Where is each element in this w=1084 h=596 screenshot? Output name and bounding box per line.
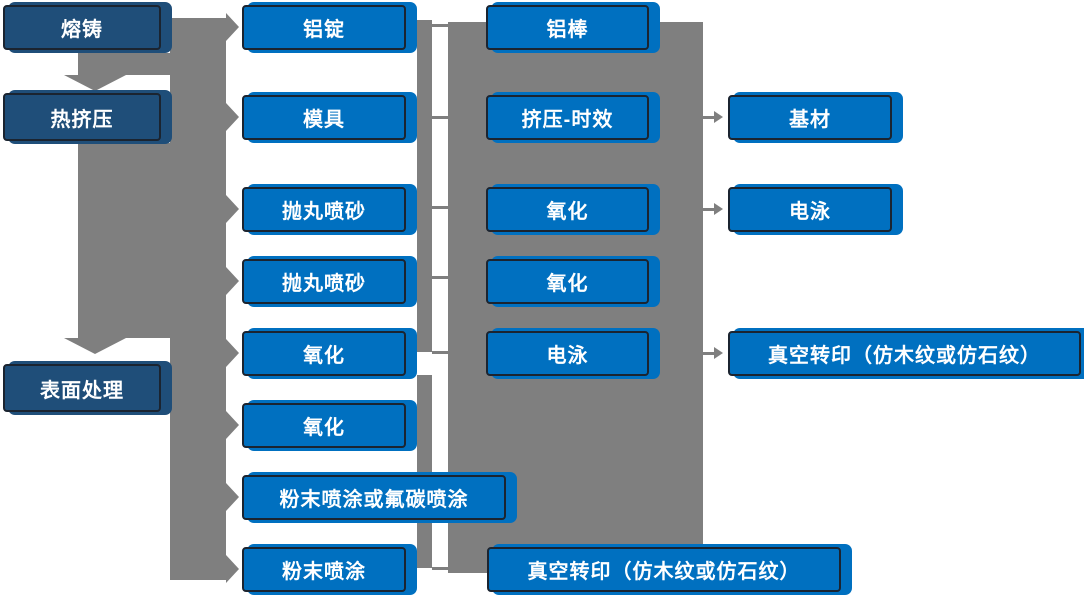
left-trunk-bar	[170, 18, 226, 580]
mid-collector-bar-upper	[417, 20, 432, 352]
bus-line-row3	[432, 206, 448, 209]
arrow-stem-to-vacuum-transfer-2	[703, 352, 714, 355]
arrow-right-to-shot-blasting-1-icon	[226, 195, 239, 223]
arrow-right-to-powder-coating-icon	[226, 555, 239, 583]
arrow-right-to-aluminum-ingot-icon	[226, 13, 239, 41]
trunk-merge-lower	[78, 143, 172, 338]
mid-collector-bar-lower	[417, 375, 432, 568]
bus-line-row2	[432, 116, 448, 119]
arrow-right-to-shot-blasting-2-icon	[226, 267, 239, 295]
bus-line-row4	[432, 276, 448, 279]
node-powder-coating: 粉末喷涂	[242, 547, 406, 592]
arrow-right-to-oxidation-1-icon	[226, 339, 239, 367]
node-oxidation-4: 氧化	[486, 259, 649, 304]
arrow-right-to-substrate-icon	[714, 111, 723, 123]
arrow-down-to-hot-extrusion-icon	[64, 75, 126, 91]
node-electrophoresis-1: 电泳	[486, 331, 649, 376]
bus-line-row1	[432, 24, 448, 27]
surface-treatment-connector-line	[161, 387, 175, 390]
node-mold: 模具	[242, 95, 406, 140]
arrow-right-to-powder-fluorocarbon-icon	[226, 483, 239, 511]
node-aluminum-ingot: 铝锭	[242, 5, 406, 50]
node-oxidation-3: 氧化	[486, 187, 649, 232]
node-aluminum-rod: 铝棒	[486, 5, 649, 50]
arrow-right-to-mold-icon	[226, 103, 239, 131]
node-vacuum-transfer-2: 真空转印（仿木纹或仿石纹）	[728, 331, 1081, 376]
node-electrophoresis-2: 电泳	[728, 187, 892, 232]
node-substrate: 基材	[728, 95, 892, 140]
trunk-merge-upper	[78, 53, 172, 75]
arrow-down-to-surface-treatment-icon	[64, 338, 126, 354]
arrow-right-to-oxidation-2-icon	[226, 411, 239, 439]
node-surface-treatment: 表面处理	[3, 364, 161, 412]
node-hot-extrusion: 热挤压	[3, 93, 161, 141]
arrow-stem-to-substrate	[703, 116, 714, 119]
bus-line-row5	[432, 351, 448, 354]
node-shot-blasting-1: 抛丸喷砂	[242, 187, 406, 232]
node-oxidation-1: 氧化	[242, 331, 406, 376]
node-shot-blasting-2: 抛丸喷砂	[242, 259, 406, 304]
node-oxidation-2: 氧化	[242, 403, 406, 448]
bus-line-row8	[432, 567, 448, 570]
node-vacuum-transfer-1: 真空转印（仿木纹或仿石纹）	[487, 547, 841, 592]
arrow-right-to-vacuum-transfer-2-icon	[714, 347, 723, 359]
arrow-right-to-electrophoresis-2-icon	[714, 203, 723, 215]
node-melting: 熔铸	[3, 5, 161, 50]
node-powder-or-fluorocarbon: 粉末喷涂或氟碳喷涂	[242, 475, 506, 520]
arrow-stem-to-electrophoresis-2	[703, 208, 714, 211]
node-extrusion-aging: 挤压-时效	[486, 95, 649, 140]
